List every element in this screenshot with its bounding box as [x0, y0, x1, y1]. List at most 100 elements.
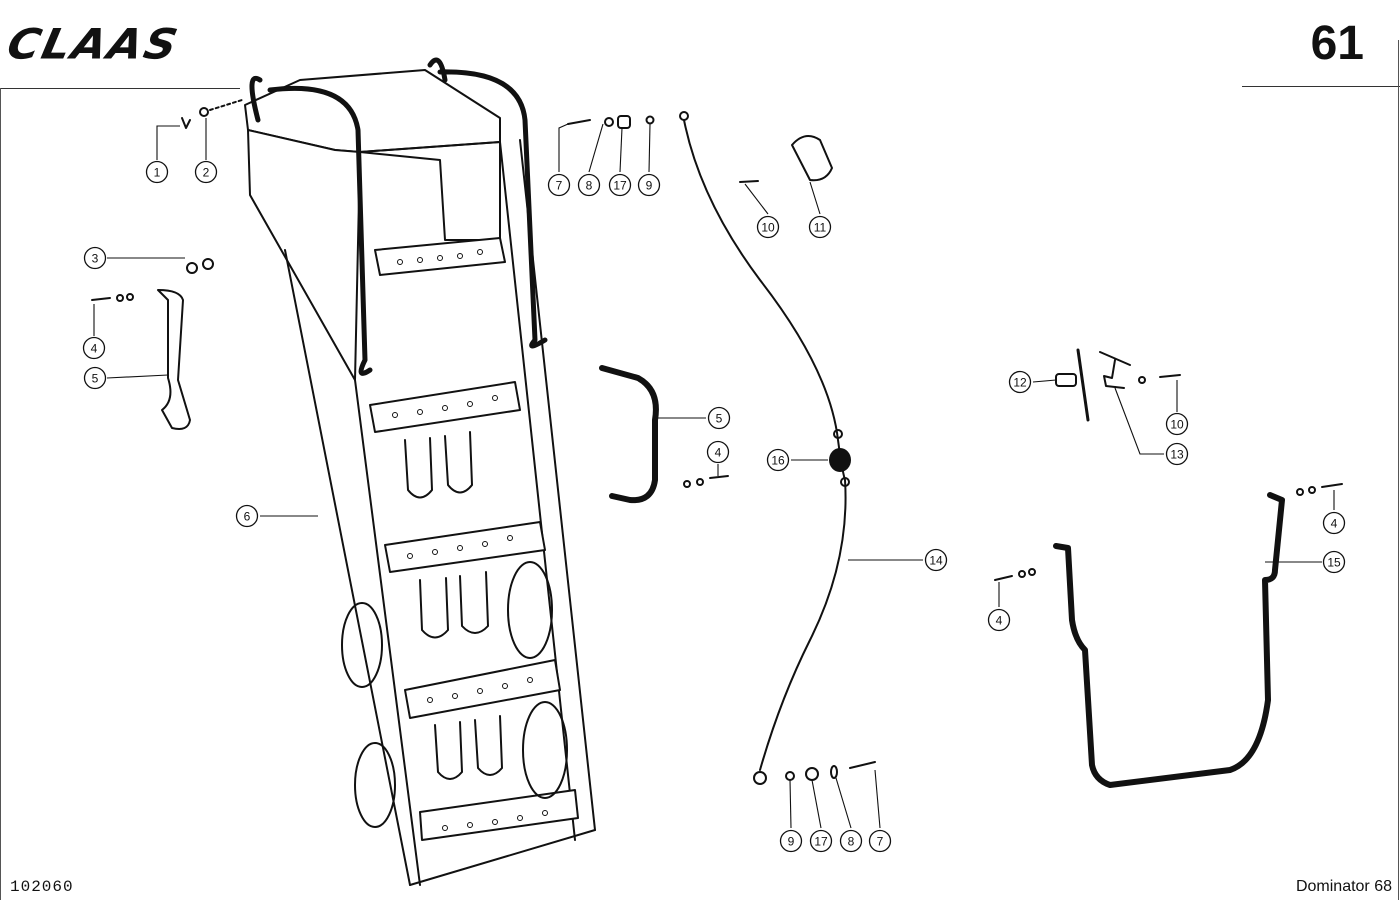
- callout-7-bottom: 7: [868, 829, 892, 853]
- callout-11: 11: [808, 215, 832, 239]
- cable-eye-top: [679, 111, 689, 121]
- washer-10-right: [1138, 376, 1146, 384]
- callout-17-bottom: 17: [809, 829, 833, 853]
- nut-4-center-a: [683, 480, 691, 488]
- cable-eye-bottom: [753, 771, 767, 785]
- callout-11-label: 11: [814, 221, 827, 235]
- callout-4-left-label: 4: [91, 342, 98, 356]
- callout-6: 6: [235, 504, 259, 528]
- bolt-4-right-bottom: [994, 575, 1013, 581]
- callout-9-top: 9: [637, 173, 661, 197]
- document-number: 102060: [10, 878, 74, 896]
- ladder-step-5: [419, 789, 579, 841]
- callout-10-right: 10: [1165, 412, 1189, 436]
- callout-4-right-bottom-label: 4: [996, 614, 1003, 628]
- ladder-handrail-right: [427, 57, 548, 349]
- bolt-part-4-left: [91, 297, 111, 301]
- ladder-right-rail-inner: [499, 141, 576, 841]
- callout-13-label: 13: [1170, 448, 1184, 462]
- callout-4-right-top: 4: [1322, 511, 1346, 535]
- callout-8-top-label: 8: [586, 179, 593, 193]
- callout-6-label: 6: [244, 510, 251, 524]
- callout-4-center: 4: [706, 440, 730, 464]
- spacer-part-17-bottom: [805, 767, 819, 781]
- nut-part-9-bottom: [785, 771, 795, 781]
- washer-4-right-bottom-b: [1028, 568, 1036, 576]
- ladder-left-rail-outer: [284, 249, 411, 886]
- nut-part-3b: [202, 258, 214, 270]
- ladder-step-3: [384, 521, 546, 573]
- callout-15-label: 15: [1327, 556, 1341, 570]
- callout-5-left-label: 5: [92, 372, 99, 386]
- callout-5-left: 5: [83, 366, 107, 390]
- ladder-step-4: [404, 659, 561, 719]
- callout-4-right-top-label: 4: [1331, 517, 1338, 531]
- screw-part-10-top: [739, 180, 759, 183]
- ladder-left-rail-inner: [354, 379, 421, 886]
- cable-clamp-part-16: [829, 448, 851, 472]
- cable-loop-lower: [840, 477, 850, 487]
- nut-part-9-top: [645, 115, 655, 125]
- frame-right: [1398, 40, 1399, 900]
- callout-17-top: 17: [608, 173, 632, 197]
- callout-14: 14: [924, 548, 948, 572]
- nut-4-right-top: [1296, 488, 1304, 496]
- callout-12-label: 12: [1013, 376, 1027, 390]
- washer-4-left-a: [116, 294, 124, 302]
- step-bracket-part-15: [1053, 492, 1285, 788]
- washer-part-8-top: [604, 117, 614, 127]
- header-rule-left: [0, 88, 240, 89]
- callout-3: 3: [83, 246, 107, 270]
- step-perforations: [392, 249, 548, 831]
- washer-part-8-bottom: [830, 765, 838, 779]
- callout-10-right-label: 10: [1170, 418, 1184, 432]
- leader-lines: [93, 118, 1335, 829]
- callout-1-label: 1: [154, 166, 161, 180]
- washer-4-right-top: [1308, 486, 1316, 494]
- callout-16-label: 16: [771, 454, 785, 468]
- ladder-handrail-left: [249, 75, 373, 376]
- bolt-part-7-bottom: [849, 761, 876, 769]
- fastener-parts: [91, 99, 1343, 788]
- callout-10-top: 10: [756, 215, 780, 239]
- header-rule-right: [1242, 86, 1400, 87]
- callout-5-center-label: 5: [716, 412, 723, 426]
- callout-12: 12: [1008, 370, 1032, 394]
- ladder-u-slots: [404, 431, 503, 780]
- spacer-part-17-top: [617, 115, 631, 129]
- callout-2: 2: [194, 160, 218, 184]
- ladder-oval-cutouts: [341, 561, 568, 828]
- bolt-part-7-top: [567, 119, 591, 125]
- cable-assembly: [679, 111, 851, 785]
- callout-9-top-label: 9: [646, 179, 653, 193]
- callout-17-bottom-label: 17: [814, 835, 828, 849]
- handle-part-5-left: [157, 289, 191, 430]
- page-number: 61: [1310, 17, 1364, 70]
- bolt-4-right-top: [1321, 483, 1343, 488]
- washer-4-right-bottom-a: [1018, 570, 1026, 578]
- callout-8-bottom-label: 8: [848, 835, 855, 849]
- ladder-side-panel: [247, 129, 361, 381]
- ladder-bottom-edge: [409, 829, 596, 886]
- hook-part-13: [1099, 351, 1131, 389]
- handle-part-5-center: [599, 365, 659, 504]
- callout-2-label: 2: [203, 166, 210, 180]
- washer-4-left-b: [126, 293, 134, 301]
- callout-1: 1: [145, 160, 169, 184]
- nut-part-3a: [186, 262, 198, 274]
- callout-14-label: 14: [929, 554, 943, 568]
- washer-part-2: [199, 107, 209, 117]
- callout-8-top: 8: [577, 173, 601, 197]
- callout-10-top-label: 10: [761, 221, 775, 235]
- callout-4-center-label: 4: [715, 446, 722, 460]
- screw-part-10-right: [1159, 374, 1181, 378]
- callout-4-right-bottom: 4: [987, 608, 1011, 632]
- cable-loop-upper: [833, 429, 843, 439]
- pin-part-1: [181, 117, 191, 129]
- callout-8-bottom: 8: [839, 829, 863, 853]
- callout-4-left: 4: [82, 336, 106, 360]
- callout-3-label: 3: [92, 252, 99, 266]
